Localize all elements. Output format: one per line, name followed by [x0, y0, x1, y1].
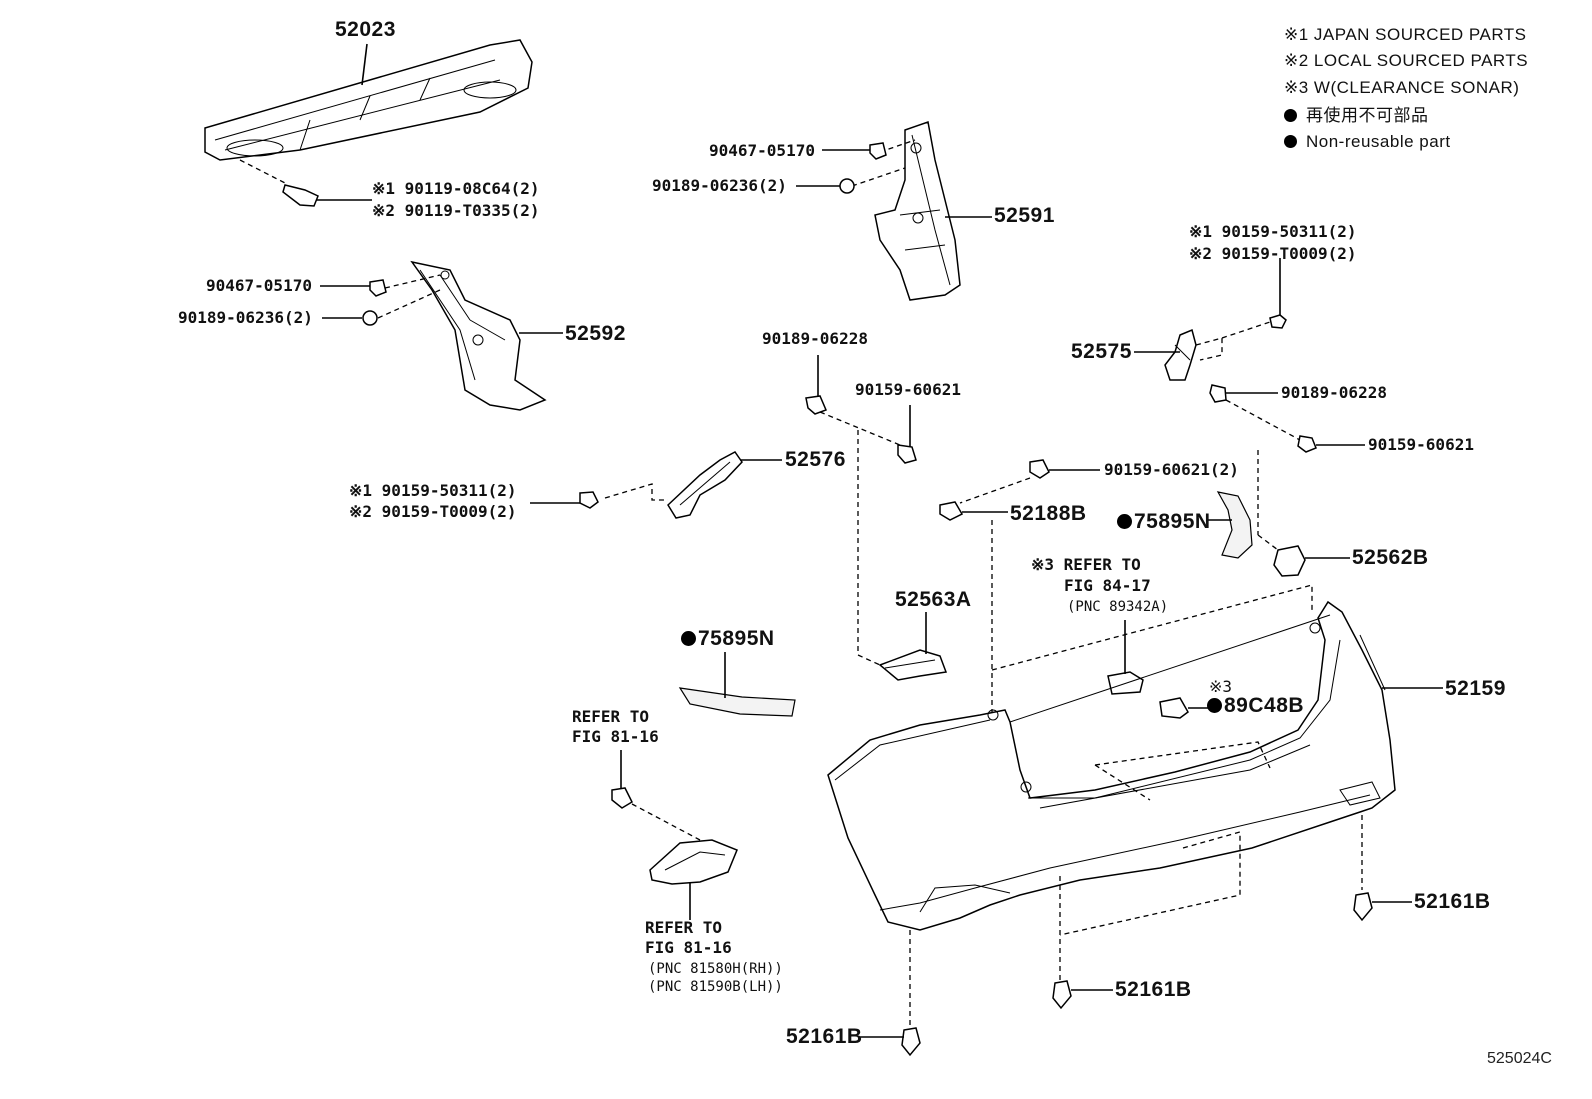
label-52562B[interactable]: 52562B: [1352, 546, 1429, 569]
label-90189-06228-center[interactable]: 90189-06228: [762, 329, 868, 348]
label-sonar-ref-2[interactable]: FIG 84-17: [1064, 576, 1151, 595]
label-52563A[interactable]: 52563A: [895, 588, 972, 611]
rear-lamp-81580H-icon: [649, 839, 738, 920]
bolt-90159-60621-center-icon: [897, 405, 917, 464]
legend-clearance-sonar: ※3 W(CLEARANCE SONAR): [1284, 78, 1520, 97]
clip-90189-06228-center-icon: [805, 355, 901, 655]
clip-52161B-left-icon: [860, 1027, 921, 1057]
bolt-fig-81-16-icon: [611, 750, 701, 841]
reflector-right-75895N: [1208, 491, 1253, 559]
label-bolt-top-2[interactable]: ※2 90119-T0335(2): [372, 201, 540, 220]
nut-90189-left-icon: [322, 310, 378, 326]
label-75895N-left[interactable]: 75895N: [681, 627, 775, 651]
legend-local-sourced: ※2 LOCAL SOURCED PARTS: [1284, 51, 1529, 70]
label-52591[interactable]: 52591: [994, 204, 1055, 227]
figure-id: 525024C: [1487, 1050, 1552, 1067]
clip-52188B-icon: [939, 501, 1008, 720]
label-bolt-top-1[interactable]: ※1 90119-08C64(2): [372, 179, 540, 198]
label-r-bolt-2[interactable]: ※2 90159-T0009(2): [1189, 244, 1357, 263]
label-ref-a-2[interactable]: FIG 81-16: [572, 727, 659, 746]
label-89C48B[interactable]: 89C48B: [1207, 694, 1304, 718]
legend-non-reusable-en: Non-reusable part: [1284, 132, 1451, 152]
retainer-52562B: [1257, 450, 1350, 577]
label-90159-60621-2[interactable]: 90159-60621(2): [1104, 460, 1239, 479]
label-52576[interactable]: 52576: [785, 448, 846, 471]
label-52575[interactable]: 52575: [1071, 340, 1132, 363]
bracket-52591: [851, 121, 992, 301]
bolt-90159-60621-right-icon: [1297, 435, 1365, 453]
label-90189-right[interactable]: 90189-06236(2): [652, 176, 787, 195]
bracket-52592: [377, 260, 563, 411]
label-ref-b-2[interactable]: FIG 81-16: [645, 938, 732, 957]
label-52159[interactable]: 52159: [1445, 677, 1506, 700]
label-52023[interactable]: 52023: [335, 18, 396, 41]
legend-japan-sourced: ※1 JAPAN SOURCED PARTS: [1284, 25, 1527, 44]
clip-52161B-right-icon: [1353, 892, 1412, 922]
clip-52161B-middle-icon: [1052, 980, 1113, 1010]
retainer-52576: [604, 451, 782, 519]
label-90467-left[interactable]: 90467-05170: [206, 276, 312, 295]
bracket-52575: [1134, 321, 1271, 381]
label-90467-right[interactable]: 90467-05170: [709, 141, 815, 160]
label-l-bolt-2[interactable]: ※2 90159-T0009(2): [349, 502, 517, 521]
label-90189-06228-right[interactable]: 90189-06228: [1281, 383, 1387, 402]
label-90159-60621-right[interactable]: 90159-60621: [1368, 435, 1474, 454]
label-ref-a-1[interactable]: REFER TO: [572, 707, 650, 726]
clip-90467-left-icon: [320, 279, 387, 297]
label-ref-b-3[interactable]: (PNC 81580H(RH)): [648, 961, 783, 977]
label-52161B-middle[interactable]: 52161B: [1115, 978, 1192, 1001]
label-90159-60621-center[interactable]: 90159-60621: [855, 380, 961, 399]
clip-90467-right-icon: [822, 142, 887, 160]
bolt-90159-50311-right-icon: [1269, 258, 1287, 329]
reflector-left-75895N: [678, 652, 796, 717]
nut-90159-60621-2-icon: [959, 459, 1100, 504]
label-sonar-tag: ※3: [1209, 677, 1233, 696]
label-ref-b-1[interactable]: REFER TO: [645, 918, 723, 937]
bumper-cover-52159: [827, 584, 1443, 1030]
label-75895N-right[interactable]: 75895N: [1117, 510, 1211, 534]
label-52161B-left[interactable]: 52161B: [786, 1025, 863, 1048]
bolt-90159-50311-left-icon: [530, 491, 599, 509]
label-90189-left[interactable]: 90189-06236(2): [178, 308, 313, 327]
label-l-bolt-1[interactable]: ※1 90159-50311(2): [349, 481, 517, 500]
label-52161B-right[interactable]: 52161B: [1414, 890, 1491, 913]
clip-90189-06228-right-icon: [1209, 384, 1301, 441]
label-52188B[interactable]: 52188B: [1010, 502, 1087, 525]
label-sonar-ref-1[interactable]: ※3 REFER TO: [1031, 555, 1141, 574]
label-sonar-ref-3[interactable]: (PNC 89342A): [1067, 599, 1169, 615]
reinforcement-52023: [204, 39, 533, 184]
retainer-52563A: [857, 612, 948, 681]
label-52592[interactable]: 52592: [565, 322, 626, 345]
label-ref-b-4[interactable]: (PNC 81590B(LH)): [648, 979, 783, 995]
retainer-89C48B-icon: [1159, 697, 1208, 719]
legend-non-reusable-jp: 再使用不可部品: [1284, 106, 1429, 126]
nut-90189-right-icon: [796, 178, 855, 194]
bolt-90119-icon: [282, 184, 372, 207]
label-r-bolt-1[interactable]: ※1 90159-50311(2): [1189, 222, 1357, 241]
